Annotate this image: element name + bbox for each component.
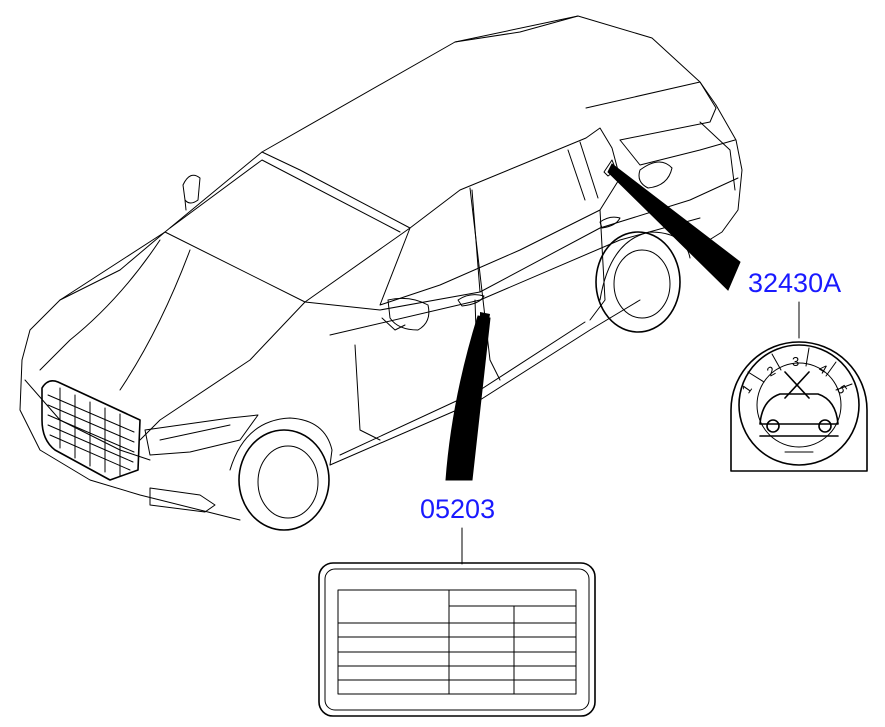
pointer-05203: [445, 315, 491, 481]
dial-number-1: 1: [739, 382, 755, 397]
car-illustration: [19, 15, 743, 531]
tire-pressure-label: 1 2 3 4 5: [730, 341, 868, 472]
info-table: [337, 589, 577, 695]
car-icon: [759, 393, 839, 453]
pointer-32430A: [607, 163, 741, 291]
part-number-05203: 05203: [420, 494, 495, 524]
dial-number-2: 2: [764, 363, 778, 380]
dial-number-3: 3: [792, 354, 799, 369]
part-number-32430A: 32430A: [748, 268, 841, 298]
dial-number-5: 5: [834, 382, 850, 397]
vehicle-information-label: [318, 562, 596, 717]
